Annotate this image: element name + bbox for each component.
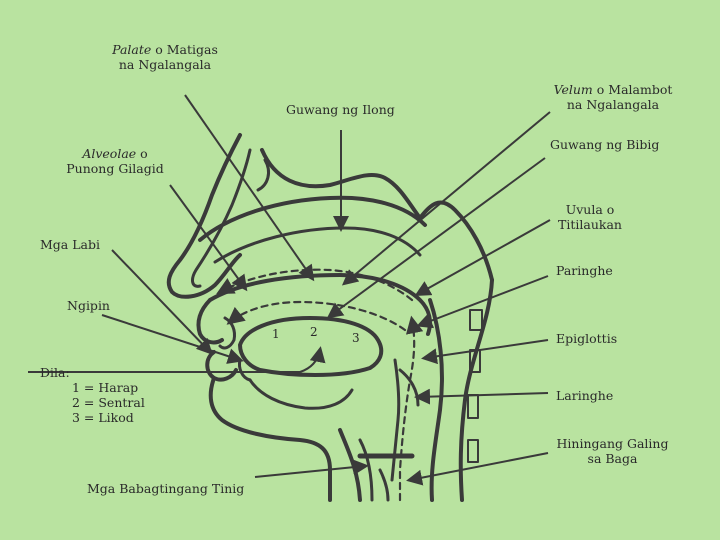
label-alveolae-line2: Punong Gilagid <box>50 161 180 176</box>
upper-lip <box>198 300 222 342</box>
larynx-inner <box>360 440 372 500</box>
tongue-number-1: 1 <box>272 327 280 341</box>
label-palate-line2: na Ngalangala <box>95 57 235 72</box>
label-breath-line1: Hiningang Galing <box>545 436 680 451</box>
forehead-bump <box>258 160 269 190</box>
tongue-number-2: 2 <box>310 325 318 339</box>
airflow-trachea-up <box>400 320 414 500</box>
label-tongue: Dila: 1 = Harap 2 = Sentral 3 = Likod <box>40 365 145 425</box>
tongue-number-3: 3 <box>352 331 360 345</box>
trachea <box>380 470 388 500</box>
head-outline <box>262 150 492 280</box>
vertebrae-4 <box>468 440 478 462</box>
label-velum-line2: na Ngalangala <box>538 97 688 112</box>
pharynx-front <box>392 360 399 480</box>
label-nasal-cavity: Guwang ng Ilong <box>286 102 395 117</box>
label-alveolae-term: Alveolae <box>82 146 136 161</box>
pointer-velum <box>345 112 550 283</box>
label-velum: Velum o Malambot na Ngalangala <box>538 82 688 112</box>
label-breath: Hiningang Galing sa Baga <box>545 436 680 466</box>
pointer-teeth <box>102 315 240 360</box>
pointer-palate <box>185 95 312 278</box>
label-breath-line2: sa Baga <box>545 451 680 466</box>
label-teeth: Ngipin <box>67 298 110 313</box>
label-epiglottis: Epiglottis <box>556 331 617 346</box>
pointer-epiglottis <box>425 340 548 358</box>
label-tongue-title: Dila: <box>40 365 145 380</box>
label-velum-rest: o Malambot <box>593 82 673 97</box>
label-velum-term: Velum <box>554 82 593 97</box>
pointer-mouth-cavity <box>330 158 545 316</box>
label-uvula: Uvula o Titilaukan <box>545 202 635 232</box>
label-tongue-item-2: 2 = Sentral <box>40 395 145 410</box>
jaw-inner <box>250 380 352 408</box>
lower-lip <box>207 352 236 380</box>
pointer-lips <box>112 250 210 352</box>
label-pharynx: Paringhe <box>556 263 613 278</box>
label-mouth-cavity: Guwang ng Bibig <box>550 137 659 152</box>
label-alveolae-rest: o <box>136 146 148 161</box>
label-larynx: Laringhe <box>556 388 613 403</box>
pointer-larynx <box>418 393 548 397</box>
label-palate-rest: o Matigas <box>151 42 218 57</box>
label-tongue-item-1: 1 = Harap <box>40 380 145 395</box>
vertebrae-3 <box>468 395 478 418</box>
label-lips: Mga Labi <box>40 237 100 252</box>
label-vocal-folds: Mga Babagtingang Tinig <box>87 481 244 496</box>
upper-teeth <box>220 318 235 348</box>
label-uvula-line1: Uvula o <box>545 202 635 217</box>
label-palate: Palate o Matigas na Ngalangala <box>95 42 235 72</box>
vertebrae-1 <box>470 310 482 330</box>
label-palate-term: Palate <box>112 42 151 57</box>
pointer-vocal-folds <box>255 466 365 477</box>
larynx <box>340 430 360 500</box>
label-alveolae: Alveolae o Punong Gilagid <box>50 146 180 176</box>
label-uvula-line2: Titilaukan <box>545 217 635 232</box>
label-tongue-item-3: 3 = Likod <box>40 410 145 425</box>
pharynx-back <box>430 300 442 500</box>
